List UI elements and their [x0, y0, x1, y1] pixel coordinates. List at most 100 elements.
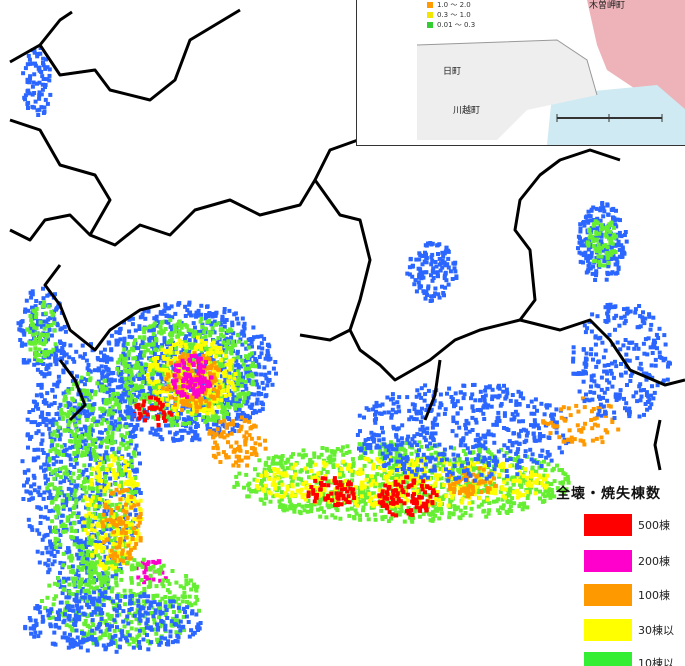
damage-cell	[126, 445, 131, 450]
damage-cell	[87, 629, 92, 634]
damage-cell	[87, 511, 91, 516]
damage-cell	[184, 574, 189, 578]
damage-cell	[71, 608, 76, 613]
damage-cell	[198, 363, 203, 368]
damage-cell	[88, 454, 93, 459]
damage-cell	[68, 457, 73, 462]
damage-cell	[138, 461, 142, 466]
damage-cell	[161, 578, 166, 583]
damage-cell	[50, 519, 55, 524]
damage-cell	[210, 342, 215, 347]
damage-cell	[235, 412, 240, 417]
damage-cell	[508, 500, 513, 504]
damage-cell	[193, 432, 198, 436]
damage-cell	[102, 546, 107, 550]
damage-cell	[278, 502, 283, 507]
damage-cell	[168, 629, 173, 634]
damage-cell	[176, 301, 181, 306]
damage-cell	[295, 482, 300, 487]
damage-cell	[186, 430, 191, 435]
damage-cell	[228, 367, 233, 372]
damage-cell	[98, 629, 103, 634]
damage-cell	[230, 320, 235, 325]
damage-cell	[160, 610, 165, 615]
damage-cell	[169, 383, 174, 388]
damage-cell	[266, 488, 271, 493]
damage-cell	[246, 378, 251, 383]
damage-cell	[169, 353, 173, 358]
damage-cell	[173, 402, 177, 407]
damage-cell	[25, 432, 30, 437]
damage-cell	[115, 554, 120, 559]
damage-cell	[136, 599, 141, 604]
damage-cell	[325, 470, 330, 474]
damage-cell	[21, 497, 26, 501]
damage-cell	[563, 488, 568, 493]
damage-cell	[132, 365, 137, 370]
damage-cell	[128, 398, 133, 403]
damage-cell	[92, 561, 97, 566]
damage-cell	[65, 518, 70, 523]
damage-cell	[112, 458, 117, 463]
damage-cell	[389, 506, 394, 511]
damage-cell	[462, 494, 467, 499]
damage-cell	[148, 358, 153, 362]
damage-cell	[79, 605, 84, 610]
damage-cell	[87, 486, 92, 491]
damage-cell	[45, 452, 50, 457]
damage-cell	[522, 501, 527, 506]
damage-cell	[114, 572, 119, 577]
damage-cell	[62, 398, 67, 403]
damage-cell	[380, 457, 385, 462]
damage-cell	[227, 369, 232, 374]
damage-cell	[225, 328, 230, 333]
damage-cell	[135, 528, 140, 533]
damage-cell	[113, 482, 118, 487]
damage-cell	[260, 346, 265, 351]
damage-cell	[123, 364, 128, 369]
damage-cell	[107, 382, 112, 387]
damage-cell	[435, 508, 440, 513]
damage-cell	[195, 433, 200, 438]
damage-cell	[492, 481, 496, 486]
damage-cell	[121, 494, 126, 499]
damage-cell	[47, 456, 52, 461]
damage-cell	[194, 409, 199, 414]
damage-cell	[559, 488, 564, 493]
damage-cell	[119, 570, 124, 575]
damage-cell	[156, 416, 161, 421]
damage-cell	[168, 318, 173, 322]
damage-cell	[245, 374, 250, 379]
damage-cell	[190, 438, 195, 443]
damage-cell	[202, 364, 207, 369]
damage-cell	[221, 388, 225, 393]
damage-cell	[104, 409, 109, 414]
damage-cell	[67, 617, 72, 622]
damage-cell	[85, 414, 90, 419]
damage-cell	[81, 637, 86, 642]
damage-cell	[162, 396, 167, 401]
damage-cell	[131, 356, 136, 361]
damage-cell	[61, 504, 66, 509]
damage-cell	[227, 417, 232, 421]
damage-cell	[247, 343, 252, 348]
damage-cell	[249, 364, 254, 368]
damage-cell	[262, 477, 267, 482]
damage-cell	[160, 377, 165, 382]
damage-cell	[244, 386, 249, 391]
damage-cell	[437, 461, 442, 466]
damage-cell	[166, 381, 171, 386]
damage-cell	[95, 485, 100, 490]
damage-cell	[140, 339, 145, 344]
damage-cell	[68, 632, 72, 637]
damage-cell	[207, 431, 212, 436]
damage-cell	[151, 415, 156, 420]
damage-cell	[176, 620, 181, 625]
damage-cell	[72, 382, 77, 387]
damage-cell	[66, 604, 71, 609]
damage-cell	[187, 358, 192, 363]
damage-cell	[52, 382, 57, 387]
damage-cell	[54, 421, 59, 426]
damage-cell	[79, 427, 84, 432]
damage-cell	[221, 450, 226, 455]
